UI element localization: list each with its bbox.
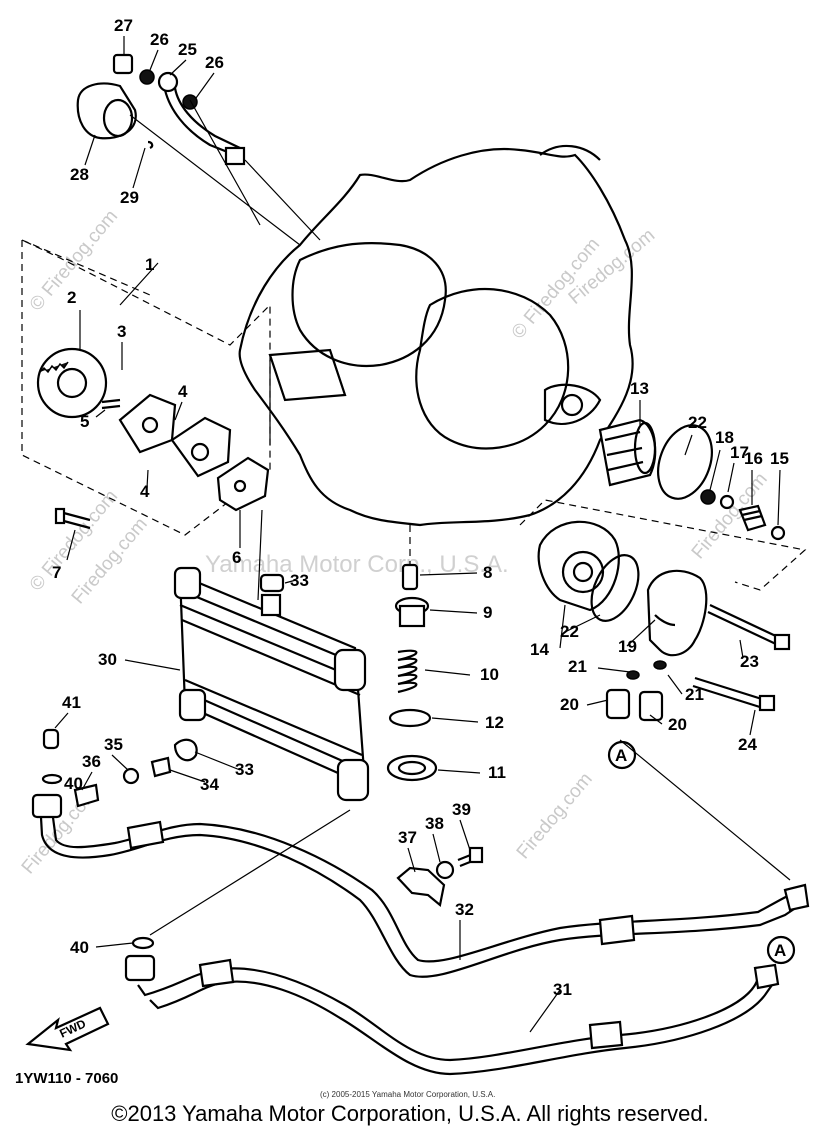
part-label-13: 13 <box>630 379 649 398</box>
crankcase-cover <box>238 144 634 527</box>
part-label-23: 23 <box>740 652 759 671</box>
part-label-24: 24 <box>738 735 757 754</box>
oil-strainer-housing <box>76 82 154 149</box>
part-label-27: 27 <box>114 16 133 35</box>
part-label-20: 20 <box>560 695 579 714</box>
connector-a-upper: A <box>607 740 637 770</box>
part-label-15: 15 <box>770 449 789 468</box>
oil-filter-group-outline <box>519 499 807 591</box>
long-bolts <box>692 604 791 712</box>
fittings-20-21 <box>605 660 667 722</box>
part-label-36: 36 <box>82 752 101 771</box>
fwd-arrow: FWD <box>25 1006 110 1052</box>
part-label-30: 30 <box>98 650 117 669</box>
part-label-40: 40 <box>64 774 83 793</box>
part-label-21: 21 <box>568 657 587 676</box>
part-label-6: 6 <box>232 548 241 567</box>
oil-pump-assembly-outline <box>21 239 271 536</box>
small-copyright: (c) 2005-2015 Yamaha Motor Corporation, … <box>320 1090 495 1099</box>
diagram-code: 1YW110 - 7060 <box>15 1070 118 1087</box>
part-label-20: 20 <box>668 715 687 734</box>
svg-text:A: A <box>774 941 786 960</box>
part-label-41: 41 <box>62 693 81 712</box>
part-label-10: 10 <box>480 665 499 684</box>
oil-filter-cover <box>537 520 620 612</box>
connector-a-lower: A <box>766 935 796 965</box>
part-label-35: 35 <box>104 735 123 754</box>
part-label-1: 1 <box>145 255 154 274</box>
footer-copyright: ©2013 Yamaha Motor Corporation, U.S.A. A… <box>111 1101 709 1126</box>
svg-text:A: A <box>615 746 627 765</box>
oil-pump-body <box>118 393 232 478</box>
part-label-2: 2 <box>67 288 76 307</box>
part-label-40: 40 <box>70 938 89 957</box>
part-label-18: 18 <box>715 428 734 447</box>
part-label-33: 33 <box>290 571 309 590</box>
drain-parts <box>700 489 786 541</box>
part-label-33: 33 <box>235 760 254 779</box>
oil-pump-gear <box>36 347 108 419</box>
part-label-26: 26 <box>150 30 169 49</box>
washer-40-lower <box>131 936 155 950</box>
oil-filter <box>598 418 657 487</box>
part-label-37: 37 <box>398 828 417 847</box>
part-label-31: 31 <box>553 980 572 999</box>
part-label-5: 5 <box>80 412 89 431</box>
left-fittings <box>41 728 198 808</box>
o-ring-22-lower <box>590 554 640 622</box>
part-label-22: 22 <box>688 413 707 432</box>
part-label-4: 4 <box>140 482 150 501</box>
part-label-21: 21 <box>685 685 704 704</box>
part-label-28: 28 <box>70 165 89 184</box>
hose-bracket <box>396 846 484 908</box>
part-label-38: 38 <box>425 814 444 833</box>
part-label-22: 22 <box>560 622 579 641</box>
oil-hose-31 <box>124 954 780 1076</box>
part-label-17: 17 <box>730 443 749 462</box>
oil-line-top <box>112 53 246 166</box>
cover-elbow <box>646 569 708 657</box>
label-leader-lines <box>54 36 781 1033</box>
part-label-8: 8 <box>483 563 492 582</box>
oil-cooler <box>173 566 370 802</box>
part-label-32: 32 <box>455 900 474 919</box>
leader-lines <box>149 360 791 936</box>
part-label-16: 16 <box>744 449 763 468</box>
part-label-25: 25 <box>178 40 197 59</box>
part-label-14: 14 <box>530 640 549 659</box>
part-number-labels: 1 2 3 4 4 5 6 7 8 9 10 11 12 13 14 15 16… <box>52 16 789 999</box>
o-ring-22-upper <box>657 424 713 500</box>
part-label-3: 3 <box>117 322 126 341</box>
part-label-39: 39 <box>452 800 471 819</box>
relief-valve-stack <box>386 563 438 782</box>
oil-hose-32 <box>31 793 810 978</box>
part-label-12: 12 <box>485 713 504 732</box>
part-label-34: 34 <box>200 775 219 794</box>
oil-pump-gasket <box>216 456 270 512</box>
part-label-9: 9 <box>483 603 492 622</box>
watermark-site: Firedog.com <box>513 769 597 863</box>
part-label-11: 11 <box>488 763 506 782</box>
pump-bolts <box>54 398 121 530</box>
part-label-4: 4 <box>178 382 188 401</box>
part-label-7: 7 <box>52 563 61 582</box>
part-label-29: 29 <box>120 188 139 207</box>
part-label-26: 26 <box>205 53 224 72</box>
